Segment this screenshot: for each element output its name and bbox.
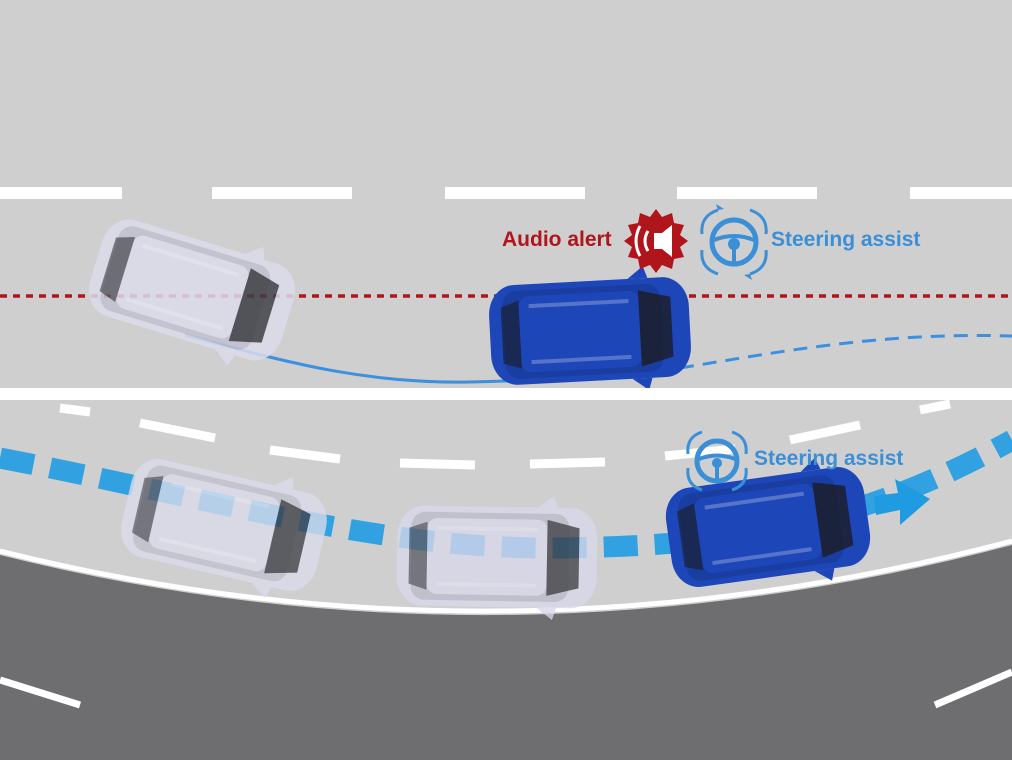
road-shoulder	[0, 545, 1012, 760]
steering-assist-label-top: Steering assist	[771, 228, 921, 251]
steering-assist-label-bottom: Steering assist	[754, 447, 904, 470]
top-panel	[0, 0, 1012, 399]
panel-divider	[0, 388, 1012, 400]
speaker-alert-icon	[624, 209, 688, 273]
shoulder-lane-markings	[0, 668, 1012, 709]
bottom-panel	[0, 399, 1012, 760]
direction-arrow	[874, 479, 930, 525]
steering-wheel-icon	[686, 430, 748, 492]
correction-path	[679, 334, 1012, 370]
road-edge-line	[0, 538, 1012, 614]
ghost-car-bottom-2	[395, 493, 599, 621]
audio-alert-label: Audio alert	[502, 228, 612, 251]
top-lane-markings	[0, 187, 1012, 199]
bottom-lane-markings	[59, 399, 951, 470]
steering-wheel-icon	[700, 204, 768, 280]
